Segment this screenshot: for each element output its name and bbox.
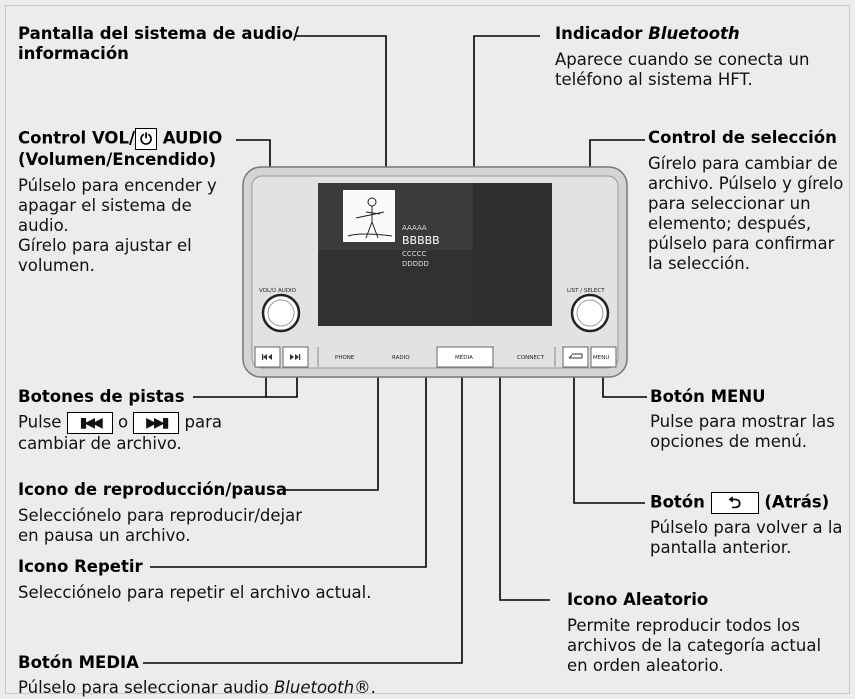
leader-repeat <box>150 322 427 568</box>
leader-back <box>573 364 645 504</box>
select-callout-title: Control de selección <box>648 128 837 147</box>
tracks-callout-title: Botones de pistas <box>18 387 185 406</box>
menu-callout-desc: Pulse para mostrar las opciones de menú. <box>650 412 835 451</box>
list-select-label: LIST / SELECT <box>567 288 605 294</box>
back-callout-desc: Púlselo para volver a la pantalla anteri… <box>650 518 843 557</box>
leader-bluetooth <box>473 35 540 183</box>
back-icon: ⮌ <box>710 492 759 514</box>
media-callout-title: Botón MEDIA <box>18 653 139 672</box>
skip-forward-icon: ▶▶▮ <box>133 412 180 434</box>
diagram-frame <box>5 5 850 694</box>
leader-playpause <box>283 322 379 491</box>
skip-back-icon: ▮◀◀ <box>66 412 113 434</box>
vol-label: VOL/⏻ AUDIO <box>259 288 296 294</box>
bluetooth-callout-title: Indicador Bluetooth <box>555 24 740 43</box>
power-icon: ⏻ <box>135 128 157 150</box>
media-button-label[interactable]: MEDIA <box>455 355 473 361</box>
connect-button-label[interactable]: CONNECT <box>517 355 545 361</box>
back-callout-title: Botón ⮌ (Atrás) <box>650 492 830 514</box>
screen-line2: BBBBB <box>402 234 440 247</box>
repeat-callout-title: Icono Repetir <box>18 557 143 576</box>
menu-callout-title: Botón MENU <box>650 387 766 406</box>
display-callout-title: Pantalla del sistema de audio/ informaci… <box>18 24 300 63</box>
leader-media <box>143 364 463 664</box>
screen-line3: CCCCC <box>402 250 427 258</box>
shuffle-callout-desc: Permite reproducir todos los archivos de… <box>567 616 822 675</box>
shuffle-callout-title: Icono Aleatorio <box>567 590 709 609</box>
screen-line4: DDDDD <box>402 260 429 268</box>
radio-button-label[interactable]: RADIO <box>392 355 410 361</box>
phone-button-label[interactable]: PHONE <box>335 355 355 361</box>
screen-line1: AAAAA <box>402 224 427 232</box>
repeat-callout-desc: Selecciónelo para repetir el archivo act… <box>18 583 372 602</box>
media-callout-desc: Púlselo para seleccionar audio Bluetooth… <box>18 678 376 697</box>
leader-shuffle <box>499 322 550 601</box>
select-callout-desc: Gírelo para cambiar de archivo. Púlselo … <box>648 154 844 273</box>
menu-button-label[interactable]: MENU <box>593 355 610 361</box>
playpause-callout-desc: Selecciónelo para reproducir/dejar en pa… <box>18 506 303 545</box>
vol-callout-desc: Púlselo para encender y apagar el sistem… <box>18 176 217 275</box>
bluetooth-callout-desc: Aparece cuando se conecta un teléfono al… <box>555 50 810 89</box>
leader-display <box>295 35 387 183</box>
playpause-callout-title: Icono de reproducción/pausa <box>18 480 287 499</box>
tracks-callout-desc: Pulse ▮◀◀ o ▶▶▮ para cambiar de archivo. <box>18 412 223 453</box>
vol-callout-title: Control VOL/⏻ AUDIO (Volumen/Encendido) <box>18 128 223 169</box>
